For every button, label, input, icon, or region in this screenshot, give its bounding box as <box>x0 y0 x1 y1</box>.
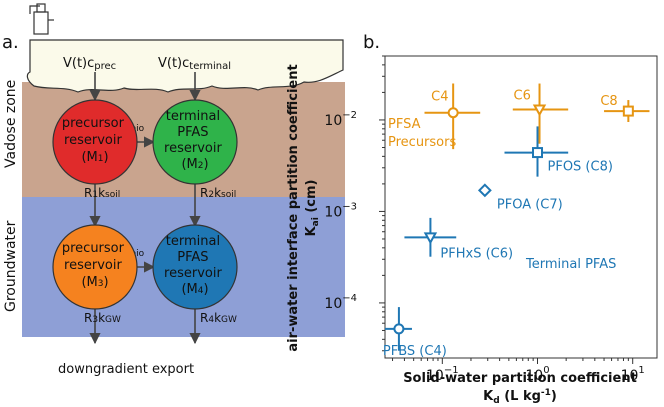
data-point: C8 <box>600 94 650 122</box>
point-label: C4 <box>431 90 448 105</box>
svg-text:precursor reservoir: precursor reservoir (M3) <box>62 241 128 290</box>
sprayer-icon <box>29 3 54 35</box>
point-label: PFBS (C4) <box>383 344 447 359</box>
precursors-group-label: PFSA Precursors <box>388 117 456 150</box>
panel-b: b. air-water interface partition coeffic… <box>286 32 658 406</box>
point-marker <box>532 104 547 117</box>
data-point: C6 <box>512 83 569 144</box>
svg-text:terminal PFAS: terminal PFAS reservoir (M4) <box>164 234 226 297</box>
panel-b-label: b. <box>363 32 380 53</box>
panel-a: a. Vadose zone Groundwater V(t)cprec V(t… <box>2 3 345 377</box>
precursor-input-label: V(t)cprec <box>63 56 116 72</box>
x-tick-label: 100 <box>525 365 549 384</box>
point-label: PFOA (C7) <box>497 197 563 212</box>
point-marker <box>532 147 544 159</box>
reservoir-m4: terminal PFAS reservoir (M4) <box>152 224 238 310</box>
axis-ticks: 10−1 100 101 10−4 10−3 10−2 <box>324 55 645 384</box>
reservoir-m4-circle <box>152 224 238 310</box>
vadose-zone-label: Vadose zone <box>3 80 19 168</box>
y-axis-label: air-water interface partition coefficien… <box>286 64 301 351</box>
reservoir-m2: terminal PFAS reservoir (M2) <box>152 99 238 185</box>
x-tick-label: 10−1 <box>426 365 459 384</box>
plot-frame <box>384 55 658 359</box>
svg-text:terminal PFAS: terminal PFAS reservoir (M2) <box>164 109 226 172</box>
data-point: PFOS (C8) <box>504 126 613 177</box>
y-tick-label: 10−4 <box>324 293 357 312</box>
reservoir-m3-circle <box>52 224 138 310</box>
x-axis-symbol: Kd (L kg-1) <box>483 388 557 406</box>
reservoir-m1: precursor reservoir (M1) <box>52 99 138 185</box>
reservoir-m1-circle <box>52 99 138 185</box>
x-tick-label: 101 <box>621 365 645 384</box>
point-label: C8 <box>600 94 617 109</box>
point-marker <box>477 183 492 198</box>
y-tick-label: 10−2 <box>324 110 357 129</box>
point-label: PFHxS (C6) <box>440 246 513 261</box>
data-point: PFOA (C7) <box>477 183 563 212</box>
point-marker <box>423 232 438 245</box>
terminal-group-label: Terminal PFAS <box>525 257 616 272</box>
downgradient-export-label: downgradient export <box>58 362 194 377</box>
terminal-input-label: V(t)cterminal <box>158 56 231 72</box>
rate-gw-4: R4kGW <box>200 311 237 325</box>
reservoir-m2-circle <box>152 99 238 185</box>
svg-text:precursor reservoir: precursor reservoir (M1) <box>62 116 128 165</box>
panel-a-label: a. <box>2 32 19 53</box>
rate-gw-3: R3kGW <box>84 311 121 325</box>
rate-soil-1: R1ksoil <box>84 186 120 200</box>
data-point: C4 <box>424 83 481 150</box>
y-tick-label: 10−3 <box>324 201 357 220</box>
point-marker <box>393 323 405 335</box>
input-cloud <box>26 39 344 93</box>
point-marker <box>622 105 634 117</box>
reservoir-m3: precursor reservoir (M3) <box>52 224 138 310</box>
point-label: C6 <box>514 89 531 104</box>
x-axis-label: Solid-water partition coefficient <box>403 371 637 386</box>
y-axis-symbol: Kai (cm) <box>304 180 321 237</box>
data-point: PFBS (C4) <box>383 307 447 359</box>
groundwater-label: Groundwater <box>3 220 19 312</box>
point-marker <box>447 107 459 119</box>
point-label: PFOS (C8) <box>548 160 613 175</box>
rate-soil-2: R2ksoil <box>200 186 236 200</box>
data-point: PFHxS (C6) <box>404 217 513 261</box>
